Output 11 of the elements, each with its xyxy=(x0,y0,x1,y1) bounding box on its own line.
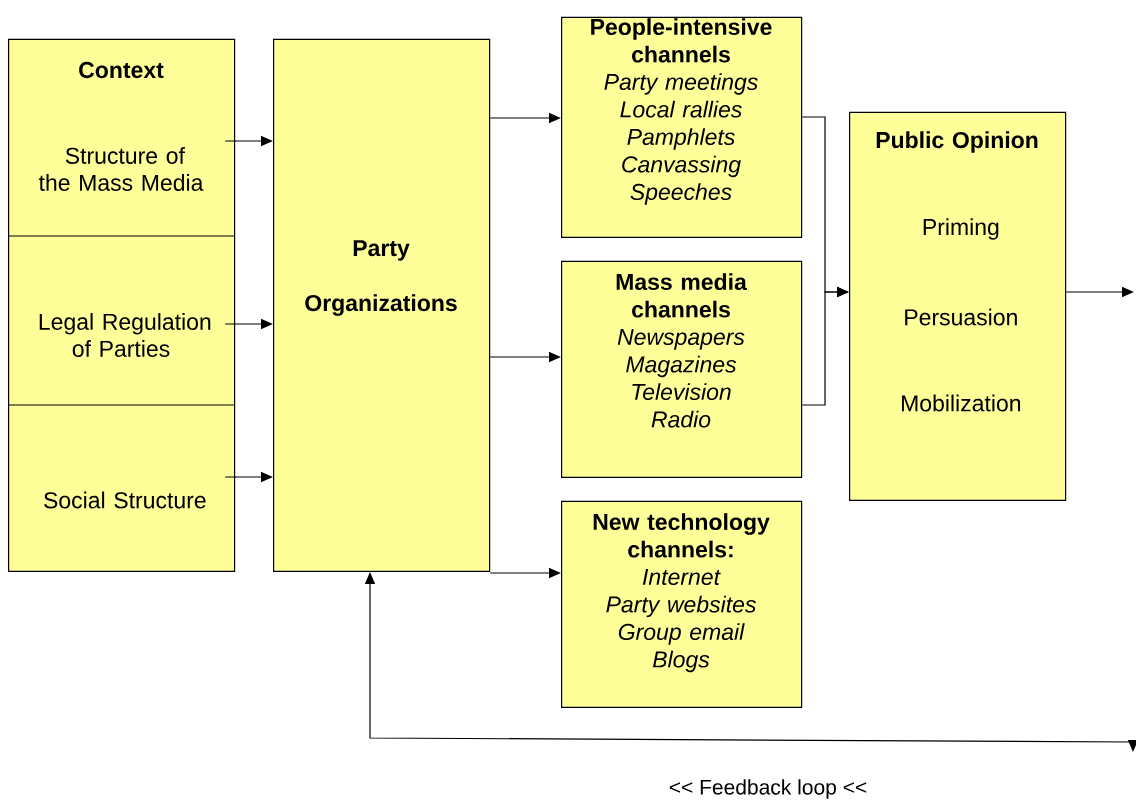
factor-text: Structure of the Mass Media xyxy=(38,147,204,191)
channel-box: New technology channels: Internet Party websites Group email Blogs xyxy=(561,500,803,708)
channel-box: Mass media channels Newspapers Magazines Television Radio xyxy=(561,260,803,478)
arrow xyxy=(801,286,849,406)
party-box: Party Organizations xyxy=(273,38,491,572)
arrow xyxy=(364,572,1136,752)
opinion-box: Public Opinion Priming Persuasion Mobilization xyxy=(849,111,1067,501)
edge-label: << Feedback loop << xyxy=(667,778,869,800)
factor-text: Legal Regulation of Parties xyxy=(39,313,211,357)
factor-text: Social Structure xyxy=(44,491,206,509)
channel-box: People-intensive channels Party meetings Local rallies Pamphlets Canvassing Speeches xyxy=(561,16,803,238)
